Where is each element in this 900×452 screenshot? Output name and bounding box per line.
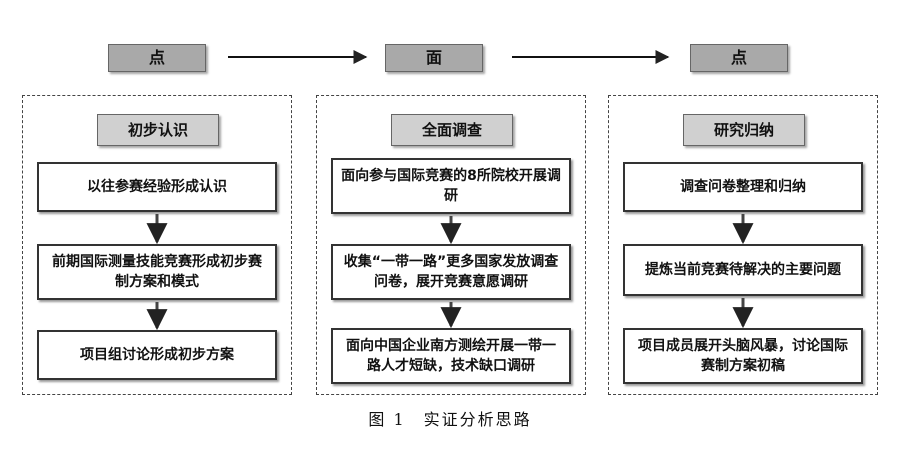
column-frame-2 (316, 95, 586, 395)
figure-caption: 图 1 实证分析思路 (368, 410, 532, 429)
stage-label-1: 点 (108, 44, 206, 72)
step-box-2-2: 收集“一带一路”更多国家发放调查问卷，展开竞赛意愿调研 (331, 244, 571, 300)
step-box-3-3: 项目成员展开头脑风暴，讨论国际赛制方案初稿 (623, 328, 863, 384)
step-box-1-3: 项目组讨论形成初步方案 (37, 330, 277, 380)
step-box-2-3: 面向中国企业南方测绘开展一带一路人才短缺，技术缺口调研 (331, 328, 571, 384)
step-box-1-1: 以往参赛经验形成认识 (37, 162, 277, 212)
column-title-2: 全面调查 (391, 114, 513, 146)
stage-label-2: 面 (385, 44, 483, 72)
column-title-3: 研究归纳 (683, 114, 805, 146)
step-box-3-2: 提炼当前竞赛待解决的主要问题 (623, 244, 863, 296)
step-box-2-1: 面向参与国际竞赛的8所院校开展调研 (331, 158, 571, 214)
step-box-1-2: 前期国际测量技能竞赛形成初步赛制方案和模式 (37, 244, 277, 300)
stage-label-3: 点 (690, 44, 788, 72)
column-frame-3 (608, 95, 878, 395)
column-frame-1 (22, 95, 292, 395)
column-title-1: 初步认识 (97, 114, 219, 146)
step-box-3-1: 调查问卷整理和归纳 (623, 162, 863, 212)
